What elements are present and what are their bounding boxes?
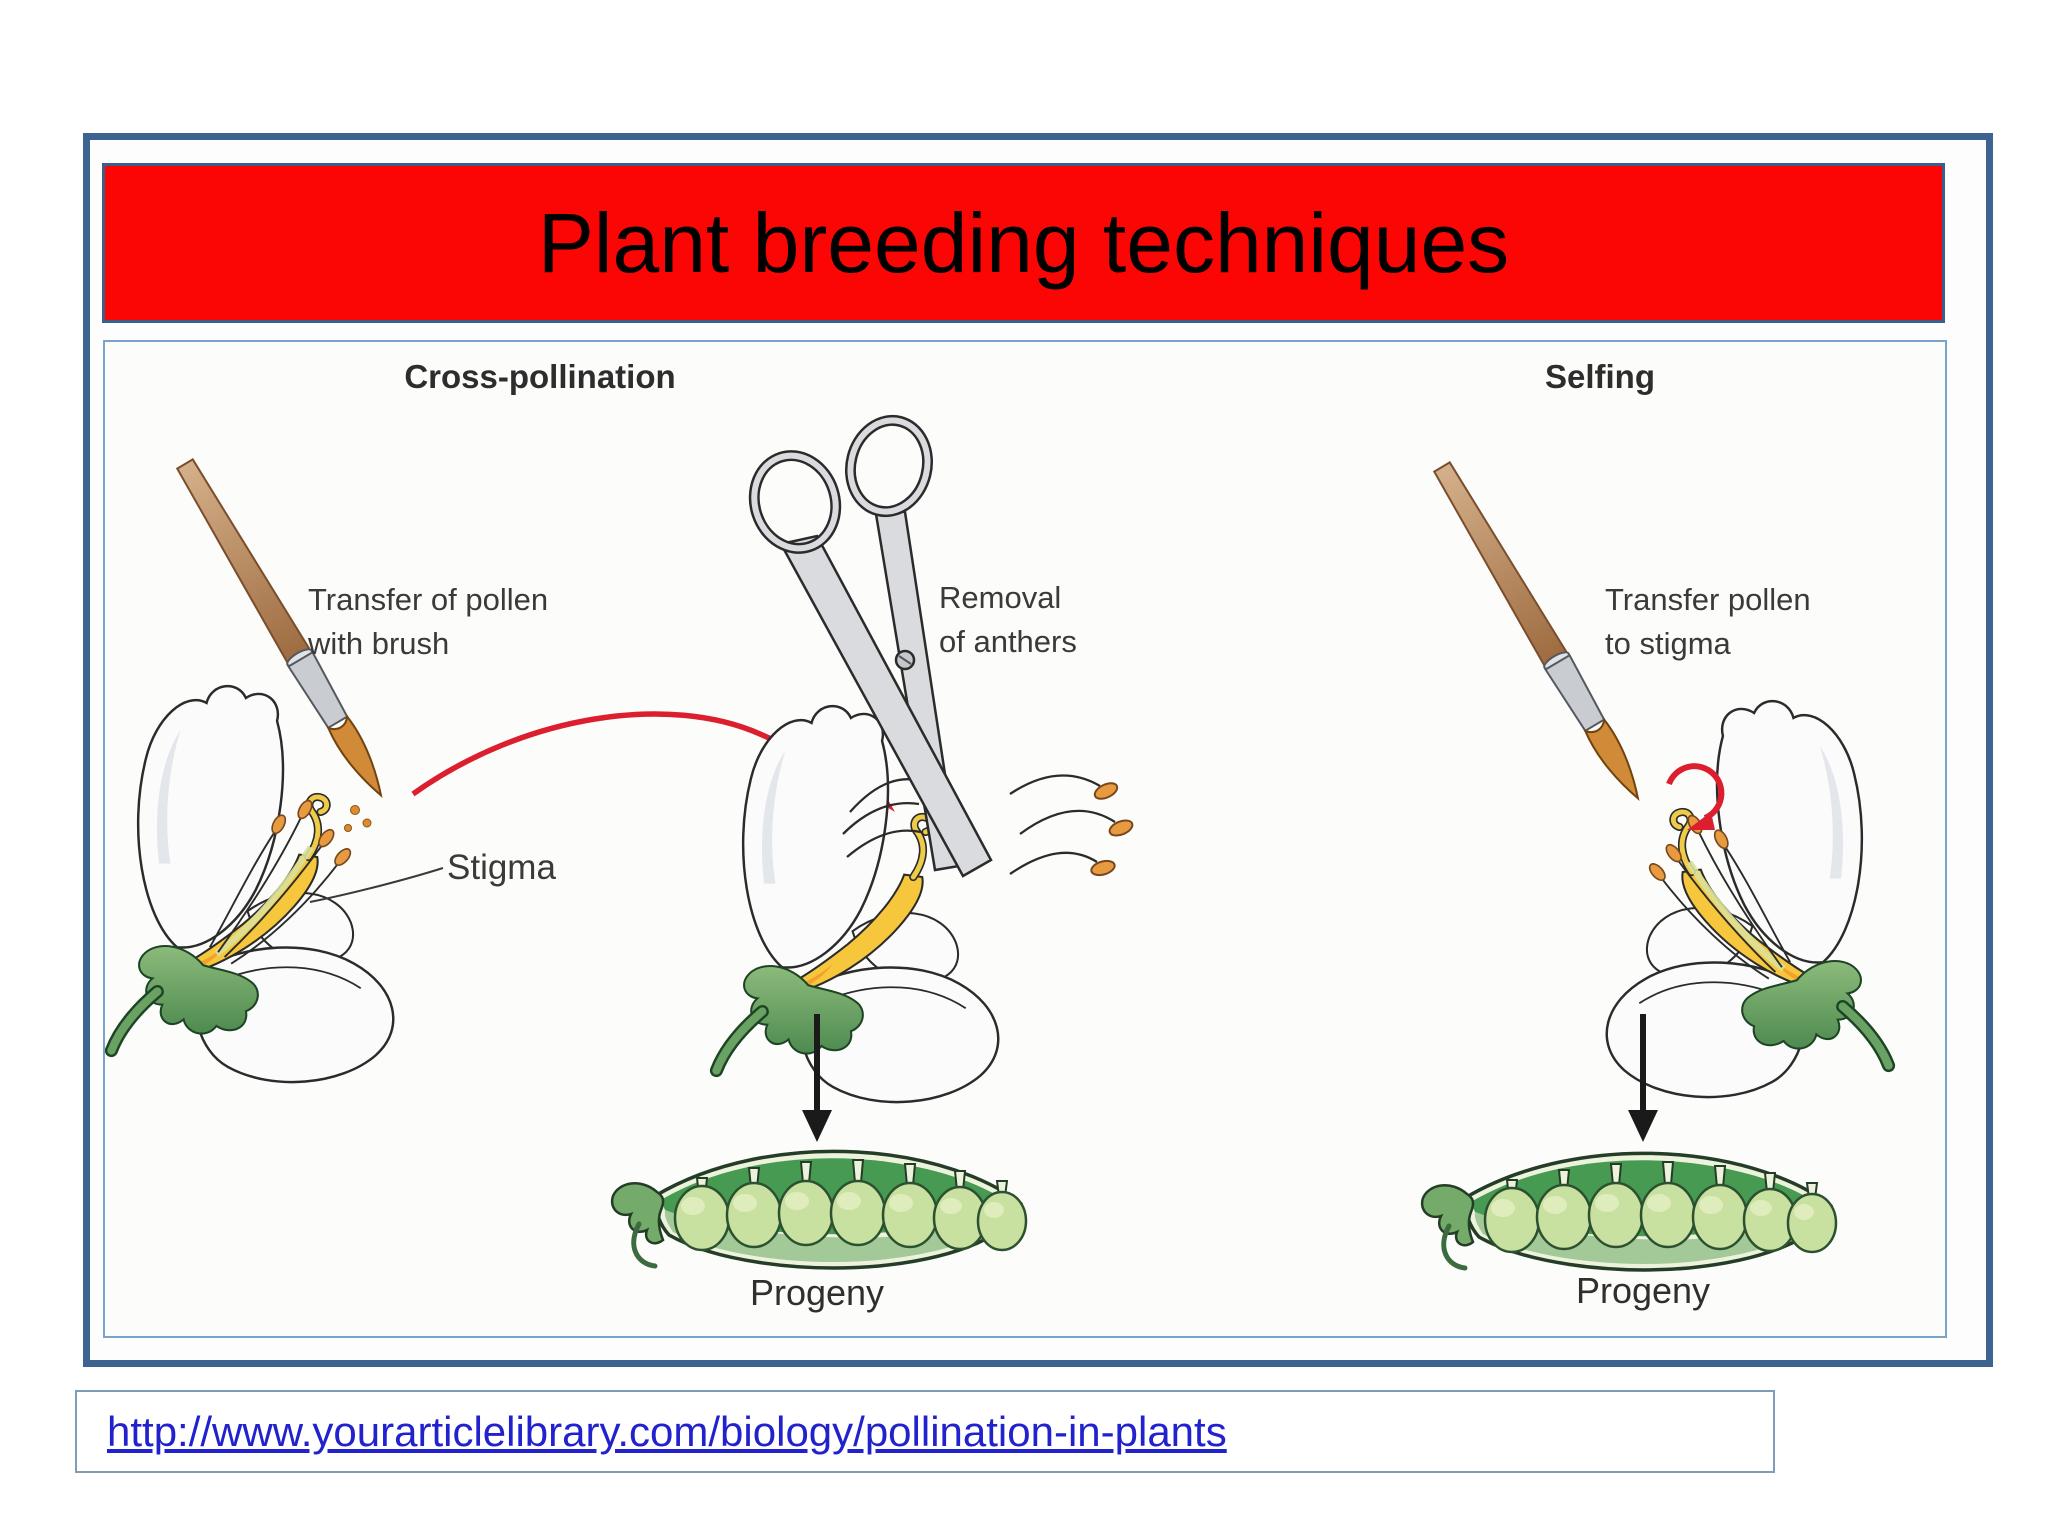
right-flower-group (1422, 458, 1889, 1270)
slide-title: Plant breeding techniques (537, 195, 1510, 290)
label-line: with brush (308, 626, 450, 661)
figure-heading-selfing: Selfing (1544, 358, 1655, 395)
stigma-leader-line (309, 867, 444, 903)
label-line: of anthers (939, 624, 1077, 659)
figure-heading-cross-pollination: Cross-pollination (404, 358, 676, 395)
flying-anthers (1009, 774, 1134, 877)
label-transfer-of-pollen-with-brush: Transfer of pollen with brush (308, 578, 548, 666)
label-progeny-left: Progeny (749, 1272, 885, 1313)
black-down-arrow-right (1628, 1014, 1658, 1142)
label-line: Transfer of pollen (308, 582, 549, 617)
label-transfer-pollen-to-stigma: Transfer pollen to stigma (1605, 578, 1811, 666)
label-line: Removal (939, 580, 1062, 615)
label-progeny-right: Progeny (1575, 1270, 1711, 1311)
pea-pod-illustration-left (612, 1151, 1026, 1268)
black-down-arrow-left (802, 1014, 832, 1142)
red-self-loop-arrow (1666, 763, 1725, 830)
label-removal-of-anthers: Removal of anthers (939, 576, 1077, 664)
label-line: Transfer pollen (1605, 582, 1811, 617)
scissors-icon (748, 414, 993, 878)
label-line: to stigma (1605, 626, 1731, 661)
pea-flower-illustration-right (1607, 701, 1889, 1097)
source-link-box: http://www.yourarticlelibrary.com/biolog… (75, 1390, 1775, 1473)
source-link[interactable]: http://www.yourarticlelibrary.com/biolog… (107, 1407, 1227, 1455)
label-stigma: Stigma (447, 848, 556, 887)
left-flower-group (111, 455, 444, 1082)
pollination-figure (105, 414, 1945, 1336)
figure-panel: Cross-pollination Selfing Transfer of po… (103, 340, 1947, 1338)
pea-pod-illustration-right (1422, 1153, 1836, 1270)
middle-flower-group (612, 414, 1134, 1268)
pollen-dots (344, 805, 372, 832)
title-banner: Plant breeding techniques (102, 163, 1945, 323)
pea-flower-illustration-middle (716, 706, 998, 1102)
